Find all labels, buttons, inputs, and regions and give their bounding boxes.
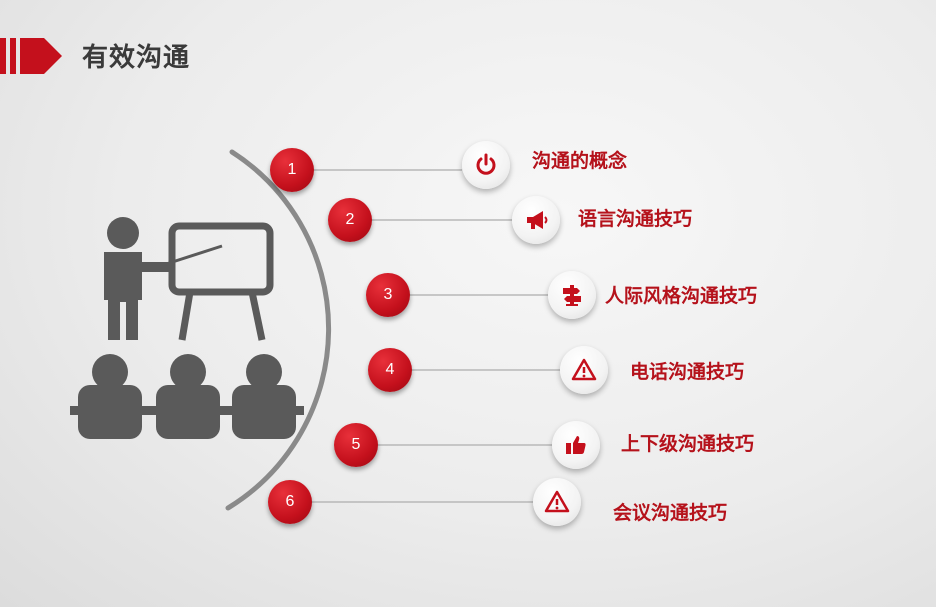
item-2-icon-button bbox=[512, 196, 560, 244]
item-label-2: 语言沟通技巧 bbox=[578, 208, 693, 230]
item-label-3: 人际风格沟通技巧 bbox=[605, 285, 758, 307]
item-label-5: 上下级沟通技巧 bbox=[621, 433, 755, 455]
warning-icon bbox=[544, 490, 570, 513]
item-label-4: 电话沟通技巧 bbox=[630, 361, 745, 383]
item-label-1: 沟通的概念 bbox=[532, 150, 628, 172]
item-4-icon-button bbox=[560, 346, 608, 394]
step-number-4: 4 bbox=[368, 348, 412, 392]
step-number-3: 3 bbox=[366, 273, 410, 317]
item-6-icon-button bbox=[533, 478, 581, 526]
power-icon bbox=[476, 153, 496, 175]
thumbs-up-icon bbox=[566, 436, 586, 454]
page-title: 有效沟通 bbox=[82, 43, 191, 73]
warning-icon bbox=[571, 358, 597, 381]
step-number-2: 2 bbox=[328, 198, 372, 242]
board-icon bbox=[168, 222, 274, 341]
presenter-icon bbox=[104, 217, 223, 340]
step-number-6: 6 bbox=[268, 480, 312, 524]
signpost-icon bbox=[563, 285, 581, 306]
item-3-icon-button bbox=[548, 271, 596, 319]
title-decoration bbox=[0, 38, 62, 74]
step-number-1: 1 bbox=[270, 148, 314, 192]
audience-icon bbox=[70, 354, 304, 439]
item-5-icon-button bbox=[552, 421, 600, 469]
megaphone-icon bbox=[527, 211, 548, 229]
item-label-6: 会议沟通技巧 bbox=[613, 502, 728, 524]
step-number-5: 5 bbox=[334, 423, 378, 467]
item-1-icon-button bbox=[462, 141, 510, 189]
